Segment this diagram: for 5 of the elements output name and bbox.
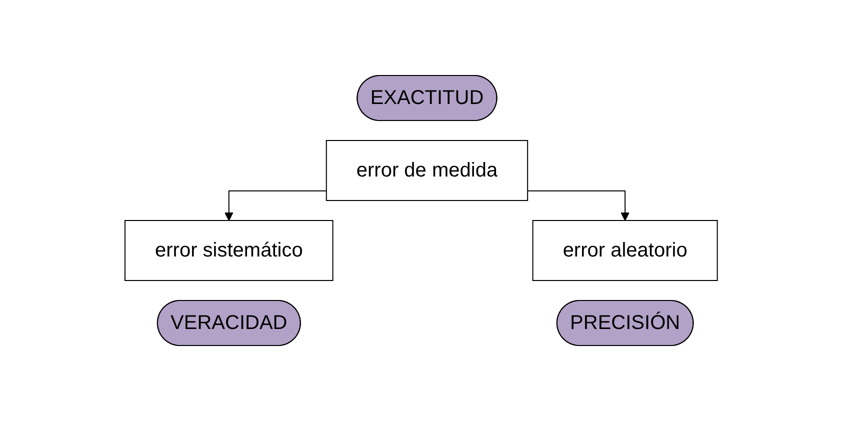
node-box: error sistemático: [124, 220, 334, 281]
arrow: [526, 190, 630, 221]
arrow: [224, 190, 327, 221]
node-box: error de medida: [326, 140, 528, 201]
node-box: error aleatorio: [532, 220, 718, 281]
